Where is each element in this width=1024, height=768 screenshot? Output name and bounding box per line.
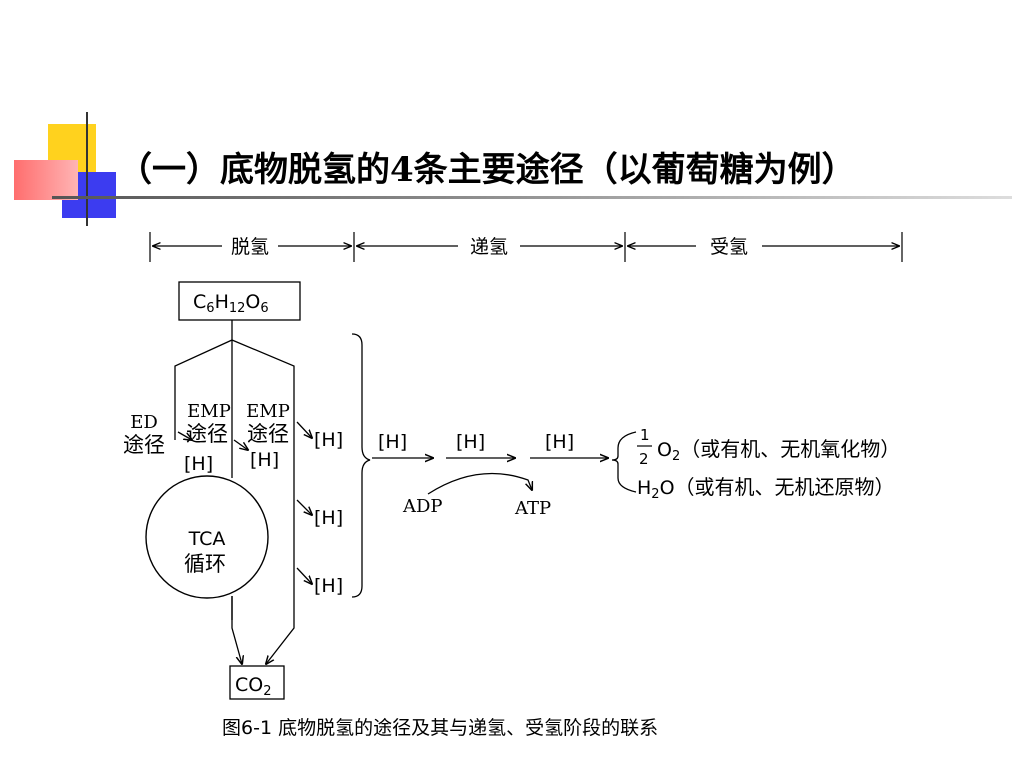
tca-cycle-circle <box>145 475 269 599</box>
ed-pathway-label: 途径 <box>123 433 165 457</box>
fraction-denominator: 2 <box>639 450 649 468</box>
fraction-numerator: 1 <box>640 426 650 444</box>
stage-acceptance-label: 受氢 <box>710 236 748 258</box>
deco-vertical-line <box>86 112 88 226</box>
oxygen-acceptor: O2（或有机、无机氧化物） <box>657 437 900 464</box>
adp-label: ADP <box>402 496 443 517</box>
emp2-pathway-name: EMP <box>246 401 290 422</box>
emp2-pathway-label: 途径 <box>247 422 289 446</box>
h-chain-2: [H] <box>456 431 485 453</box>
emp1-pathway-name: EMP <box>187 401 231 422</box>
h-label-right-1: [H] <box>314 429 343 451</box>
stage-dehydrogenation-label: 脱氢 <box>231 236 269 258</box>
slide-title: （一）底物脱氢的4条主要途径（以葡萄糖为例） <box>118 150 856 190</box>
emp1-pathway-label: 途径 <box>186 422 228 446</box>
deco-horizontal-line <box>52 196 1012 199</box>
glucose-box <box>178 281 301 321</box>
figure-caption: 图6-1 底物脱氢的途径及其与递氢、受氢阶段的联系 <box>222 717 658 739</box>
ed-pathway-name: ED <box>130 412 158 433</box>
acceptor-brace <box>611 431 637 493</box>
water-product: H2O（或有机、无机还原物） <box>637 475 895 502</box>
tca-label: TCA <box>188 528 226 550</box>
h-chain-1: [H] <box>378 431 407 453</box>
pathway-lines <box>174 320 312 664</box>
h-label-emp1: [H] <box>184 453 213 475</box>
atp-label: ATP <box>514 498 551 519</box>
h-label-emp2: [H] <box>250 449 279 471</box>
h-chain-3: [H] <box>545 431 574 453</box>
glucose-formula: C6H12O6 <box>193 291 269 316</box>
deco-red-square <box>14 160 78 200</box>
tca-cycle-label: 循环 <box>184 552 226 576</box>
co2-formula: CO2 <box>235 674 272 699</box>
transfer-chain-arrows <box>372 458 608 495</box>
h-label-right-3: [H] <box>314 575 343 597</box>
co2-box <box>229 665 285 700</box>
collection-bracket <box>351 333 371 598</box>
h-label-right-2: [H] <box>314 507 343 529</box>
stage-transfer-label: 递氢 <box>470 236 508 258</box>
stage-header <box>149 232 903 262</box>
